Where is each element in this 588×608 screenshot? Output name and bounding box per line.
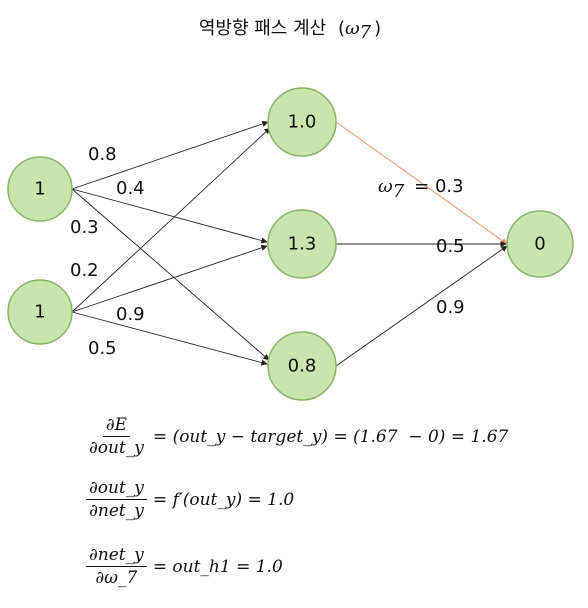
output-node: 0: [506, 210, 574, 278]
input-node-1: 1: [7, 156, 73, 222]
equation-2: ∂out_y ∂net_y = f′(out_y) = 1.0: [86, 478, 294, 521]
edge-h3-o1: [335, 245, 508, 367]
weight-label-w1: 0.8: [88, 144, 117, 165]
fraction-2-numerator: ∂out_y: [86, 478, 147, 500]
edge-i1-h3: [71, 188, 270, 361]
weight-label-w2: 0.4: [116, 178, 145, 199]
svg-text:1.0: 1.0: [288, 112, 317, 133]
weight-label-w8: 0.5: [436, 236, 465, 257]
fraction-2-denominator: ∂net_y: [89, 501, 144, 521]
hidden-node-1: 1.0: [267, 87, 337, 157]
edge-i2-h1: [71, 127, 271, 313]
weight-label-w9: 0.9: [436, 297, 465, 318]
fraction-3-denominator: ∂ω_7: [95, 568, 138, 588]
fraction-3-numerator: ∂net_y: [86, 545, 147, 567]
weight-label-w3: 0.3: [70, 217, 99, 238]
fraction-2: ∂out_y ∂net_y: [86, 478, 147, 521]
weight-label-w4: 0.2: [70, 260, 99, 281]
diagram-title: 역방향 패스 계산 (ω7): [199, 18, 381, 43]
hidden-node-3: 0.8: [267, 331, 337, 401]
edge-i2-h3: [71, 311, 268, 366]
svg-text:1.3: 1.3: [288, 234, 317, 255]
fraction-1-numerator: ∂E: [102, 415, 131, 437]
svg-text:1: 1: [34, 179, 45, 200]
edge-i1-h1: [71, 120, 269, 190]
equation-3-rhs: = out_h1 = 1.0: [152, 556, 283, 577]
weight-label-w5: 0.9: [116, 304, 145, 325]
svg-text:0.8: 0.8: [288, 356, 317, 377]
svg-text:0: 0: [534, 234, 545, 255]
weight-label-w6: 0.5: [88, 338, 117, 359]
equation-1-rhs: = (out_y − target_y) = (1.67 − 0) = 1.67: [152, 426, 509, 447]
fraction-1-denominator: ∂out_y: [89, 438, 144, 458]
edge-h1-o1: [335, 121, 508, 245]
edge-i2-h2: [71, 244, 268, 313]
equation-2-rhs: = f′(out_y) = 1.0: [152, 489, 295, 510]
hidden-node-2: 1.3: [267, 209, 337, 279]
input-node-2: 1: [7, 279, 73, 345]
fraction-3: ∂net_y ∂ω_7: [86, 545, 147, 588]
fraction-1: ∂E ∂out_y: [86, 415, 147, 458]
equation-1: ∂E ∂out_y = (out_y − target_y) = (1.67 −…: [86, 415, 508, 458]
svg-text:1: 1: [34, 302, 45, 323]
weight-label-w7: ω7= 0.3: [378, 176, 464, 202]
edge-i1-h2: [71, 188, 268, 244]
equation-3: ∂net_y ∂ω_7 = out_h1 = 1.0: [86, 545, 283, 588]
